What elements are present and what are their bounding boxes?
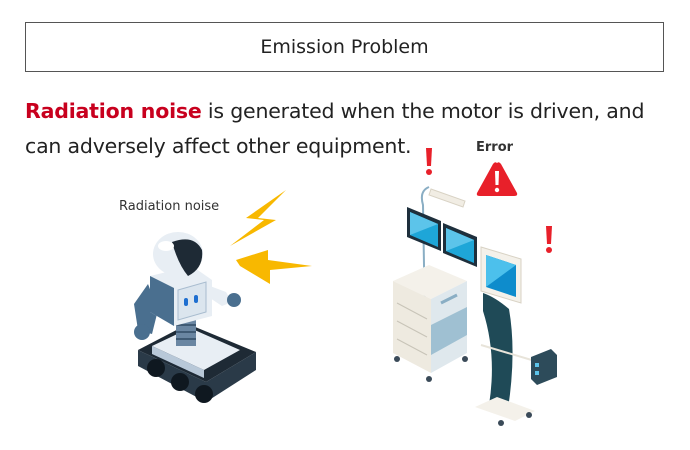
warning-triangle-icon	[476, 162, 518, 196]
exclamation-icon-left	[426, 148, 432, 175]
section-title: Emission Problem	[260, 36, 429, 58]
exclamation-icon-right	[546, 226, 552, 253]
description-rest: is generated when the motor is driven, a…	[25, 99, 645, 158]
robot-illustration	[134, 232, 256, 403]
radiation-noise-highlight: Radiation noise	[25, 99, 202, 123]
section-title-box: Emission Problem	[25, 22, 664, 72]
description-text: Radiation noise is generated when the mo…	[25, 94, 685, 164]
error-label: Error	[476, 140, 514, 155]
lightning-icon	[230, 190, 312, 284]
radiation-noise-label: Radiation noise	[119, 199, 220, 214]
equipment-illustration	[393, 186, 557, 426]
